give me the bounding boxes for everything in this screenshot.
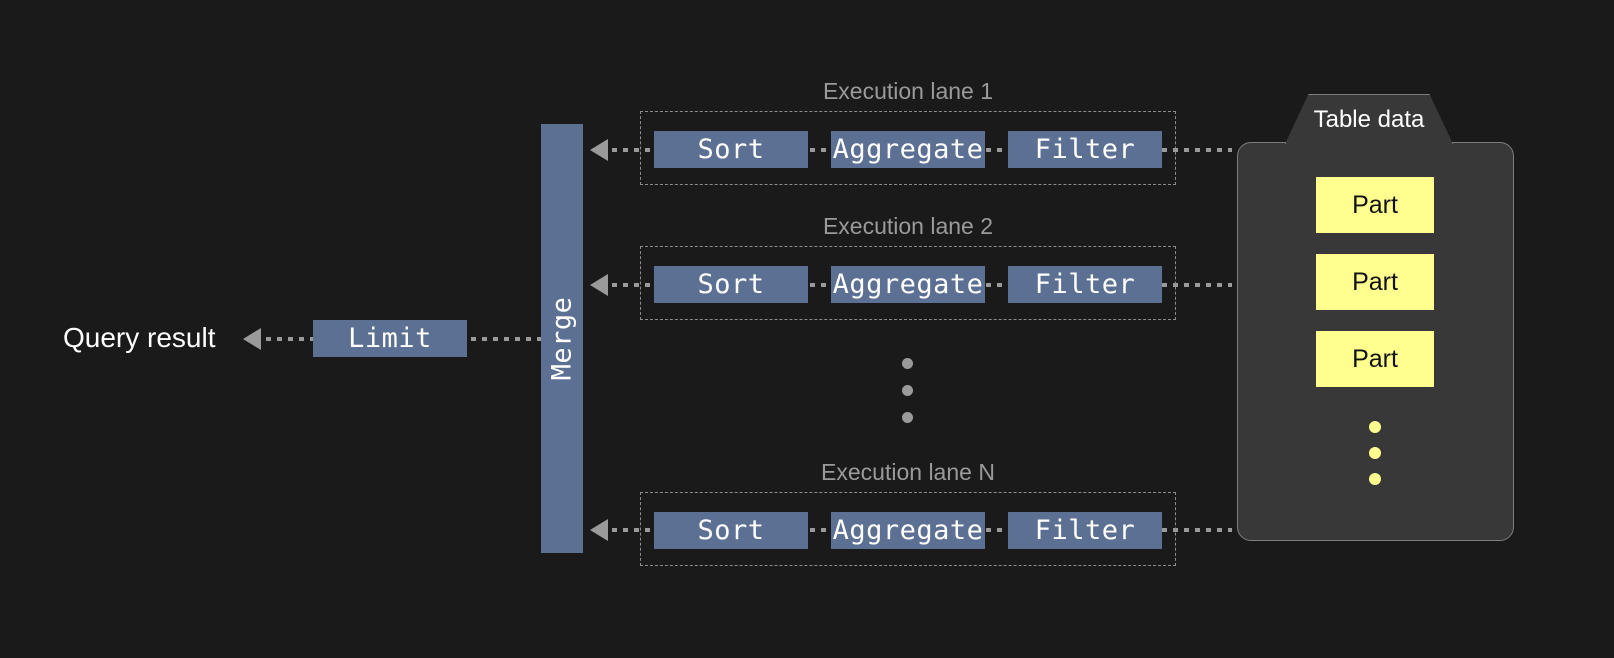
part-box[interactable]: Part	[1316, 331, 1434, 387]
lane-title-1: Execution lane 1	[822, 78, 994, 104]
query-result-label: Query result	[63, 322, 216, 353]
operator-sort-lane-2[interactable]: Sort	[654, 266, 808, 303]
arrow-lane-2-to-merge-icon	[590, 274, 608, 296]
lane-ellipsis	[902, 358, 913, 423]
lane-box-n	[640, 492, 1176, 566]
ellipsis-dot	[902, 385, 913, 396]
arrow-lane-n-to-merge-icon	[590, 519, 608, 541]
operator-sort-lane-1[interactable]: Sort	[654, 131, 808, 168]
operator-merge[interactable]: Merge	[541, 124, 583, 553]
operator-filter-lane-2[interactable]: Filter	[1008, 266, 1162, 303]
ellipsis-dot	[902, 412, 913, 423]
ellipsis-dot	[1369, 421, 1381, 433]
ellipsis-dot	[1369, 447, 1381, 459]
lane-box-2	[640, 246, 1176, 320]
lane-title-2: Execution lane 2	[822, 213, 994, 239]
arrow-to-query-result-icon	[243, 328, 261, 350]
merge-label: Merge	[546, 296, 578, 381]
operator-filter-lane-n[interactable]: Filter	[1008, 512, 1162, 549]
operator-sort-lane-n[interactable]: Sort	[654, 512, 808, 549]
operator-aggregate-lane-1[interactable]: Aggregate	[831, 131, 985, 168]
table-data-container: Table data Part Part Part	[1237, 94, 1514, 541]
lane-box-1	[640, 111, 1176, 185]
parts-ellipsis	[1369, 421, 1381, 485]
operator-filter-lane-1[interactable]: Filter	[1008, 131, 1162, 168]
part-box[interactable]: Part	[1316, 254, 1434, 310]
connector-limit-to-query-result	[266, 337, 326, 341]
table-data-title: Table data	[1313, 105, 1425, 133]
ellipsis-dot	[902, 358, 913, 369]
ellipsis-dot	[1369, 473, 1381, 485]
operator-aggregate-lane-n[interactable]: Aggregate	[831, 512, 985, 549]
part-box[interactable]: Part	[1316, 177, 1434, 233]
operator-aggregate-lane-2[interactable]: Aggregate	[831, 266, 985, 303]
table-data-tab: Table data	[1285, 94, 1453, 144]
connector-merge-to-limit	[460, 337, 545, 341]
arrow-lane-1-to-merge-icon	[590, 139, 608, 161]
lane-title-n: Execution lane N	[821, 459, 995, 485]
operator-limit[interactable]: Limit	[313, 320, 467, 357]
